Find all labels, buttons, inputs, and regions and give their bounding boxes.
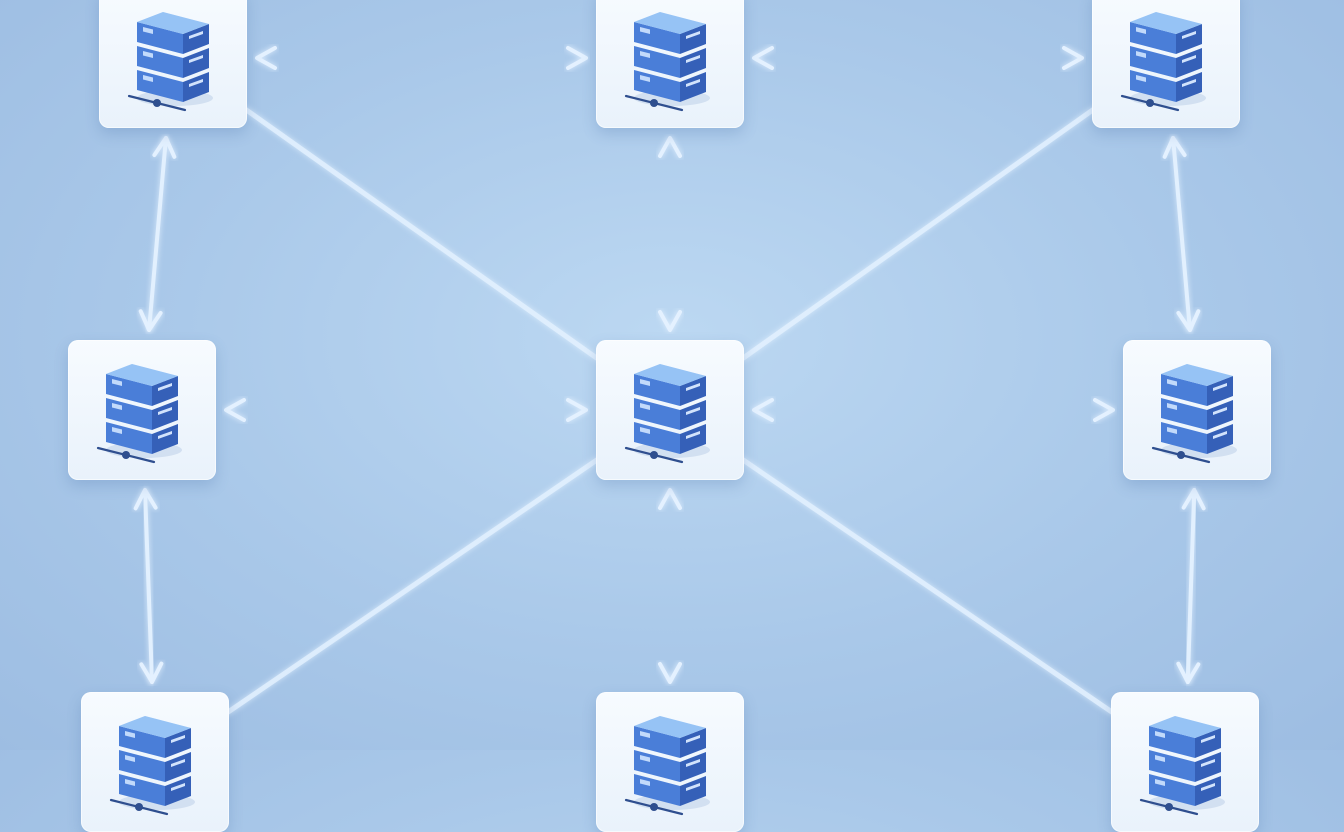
arrowhead-icon [1062,46,1084,70]
server-node-bottom-center [596,692,744,832]
link-line [242,106,601,362]
link-middle-right-bottom-right [1176,488,1206,684]
arrowhead-icon [1176,309,1201,332]
arrowhead-icon [658,310,682,332]
link-bottom-left-center [224,456,601,716]
link-line [142,488,155,684]
server-rack-icon [1139,716,1225,816]
arrowhead-icon [752,398,774,422]
arrowhead-icon [224,398,246,422]
link-middle-left-bottom-left [133,488,164,684]
link-top-left-top-center [255,46,588,70]
arrowhead-icon [752,46,774,70]
arrowhead-icon [658,136,682,158]
link-line [739,106,1097,362]
link-line [147,136,168,332]
link-line [224,456,601,716]
arrowhead-icon [133,488,158,511]
link-center-bottom-center [658,488,682,684]
network-links [133,46,1206,716]
link-top-center-top-right [752,46,1084,70]
link-line [1185,488,1197,684]
link-top-center-center [658,136,682,332]
link-top-right-center [739,106,1097,362]
server-rack-icon [1151,364,1237,464]
arrowhead-icon [1162,136,1187,159]
arrowhead-icon [1176,661,1201,684]
network-diagram [68,0,1271,832]
link-line [739,456,1116,716]
server-rack-icon [109,716,195,816]
link-line [1171,136,1192,332]
arrowhead-icon [1181,488,1206,511]
server-node-bottom-left [81,692,229,832]
server-node-center [596,340,744,480]
arrowhead-icon [138,309,163,332]
arrowhead-icon [139,661,164,684]
arrowhead-icon [566,398,588,422]
link-middle-left-center [224,398,588,422]
link-top-left-center [242,106,601,362]
link-top-left-middle-left [138,136,177,332]
server-node-middle-right [1123,340,1271,480]
arrowhead-icon [152,136,177,159]
server-node-middle-left [68,340,216,480]
server-node-bottom-right [1111,692,1259,832]
server-rack-icon [624,12,710,112]
link-top-right-middle-right [1162,136,1201,332]
server-rack-icon [624,716,710,816]
server-rack-icon [127,12,213,112]
link-bottom-right-center [739,456,1116,716]
server-node-top-left [99,0,247,128]
arrowhead-icon [658,662,682,684]
link-center-middle-right [752,398,1115,422]
server-node-top-right [1092,0,1240,128]
server-rack-icon [1120,12,1206,112]
server-rack-icon [624,364,710,464]
arrowhead-icon [255,46,277,70]
server-rack-icon [96,364,182,464]
arrowhead-icon [566,46,588,70]
arrowhead-icon [658,488,682,510]
arrowhead-icon [1093,398,1115,422]
server-node-top-center [596,0,744,128]
